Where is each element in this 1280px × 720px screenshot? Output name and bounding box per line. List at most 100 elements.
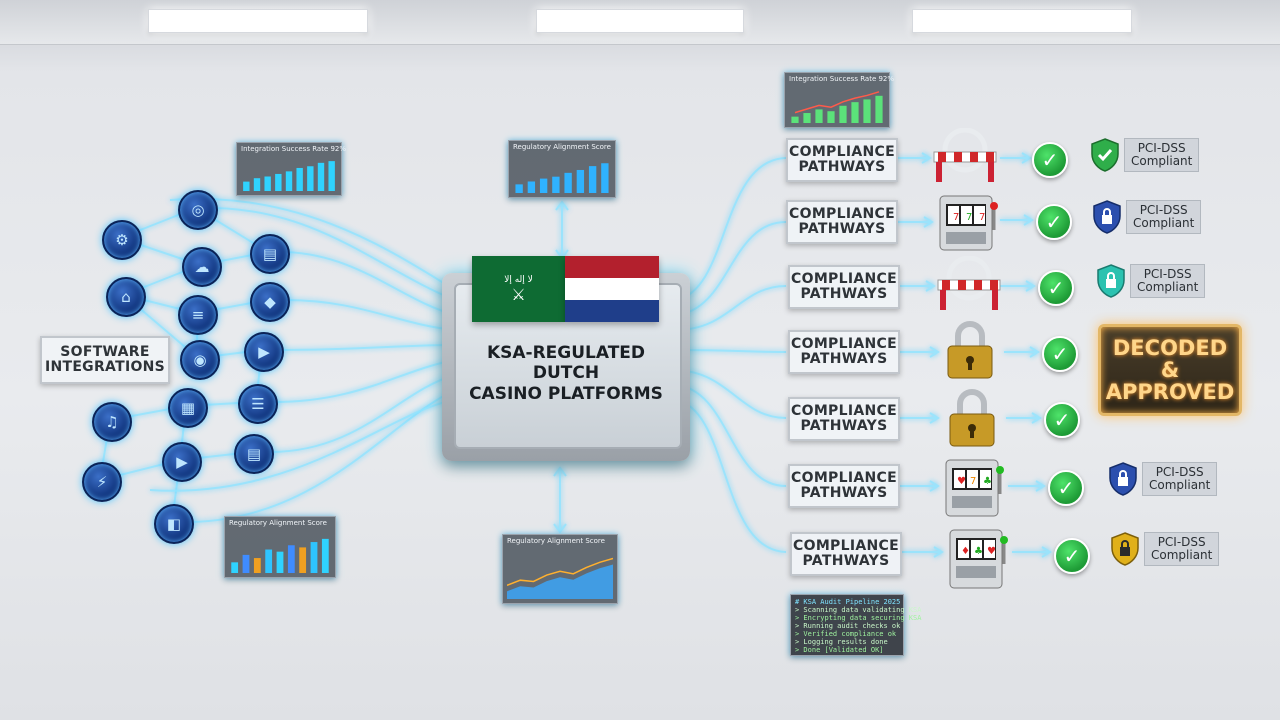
network-node-icon[interactable]: ☁ xyxy=(182,247,222,287)
panel-bar xyxy=(231,562,239,573)
compliance-pathways-3[interactable]: COMPLIANCE PATHWAYS xyxy=(788,265,900,309)
panel-bar xyxy=(328,161,335,191)
panel-bar xyxy=(875,95,883,123)
svg-text:♦: ♦ xyxy=(961,546,970,557)
network-node-icon[interactable]: ▤ xyxy=(234,434,274,474)
compliance-pathways-6[interactable]: COMPLIANCE PATHWAYS xyxy=(788,464,900,508)
ceiling-light xyxy=(148,9,368,33)
flag-stripe-red xyxy=(565,256,659,278)
panel-bar xyxy=(527,181,536,193)
panel-title: Regulatory Alignment Score xyxy=(507,537,605,545)
pci-badge-text: PCI-DSS Compliant xyxy=(1144,532,1220,566)
check-icon: ✓ xyxy=(1038,270,1074,306)
network-node-icon[interactable]: ▤ xyxy=(250,234,290,274)
code-line: > Verified compliance ok xyxy=(795,630,897,638)
panel-bar xyxy=(815,109,823,123)
compliance-pathways-5[interactable]: COMPLIANCE PATHWAYS xyxy=(788,397,900,441)
svg-text:♥: ♥ xyxy=(987,546,996,557)
network-node-icon[interactable]: ⚙ xyxy=(102,220,142,260)
panel-bar xyxy=(803,113,811,123)
panel-bar xyxy=(863,99,871,123)
network-node-icon[interactable]: ◧ xyxy=(154,504,194,544)
code-line: # KSA Audit Pipeline 2025 xyxy=(795,598,901,606)
pci-badge-text: PCI-DSS Compliant xyxy=(1126,200,1202,234)
code-line: > Encrypting data securing KSA xyxy=(795,614,922,622)
network-node-icon[interactable]: ◆ xyxy=(250,282,290,322)
code-line: > Done [Validated OK] xyxy=(795,646,884,654)
network-node-icon[interactable]: ▶ xyxy=(244,332,284,372)
network-node-icon[interactable]: ♫ xyxy=(92,402,132,442)
svg-text:7: 7 xyxy=(953,212,959,223)
check-icon: ✓ xyxy=(1048,470,1084,506)
network-node-icon[interactable]: ▶ xyxy=(162,442,202,482)
panel-bar xyxy=(310,542,318,573)
hub-title: KSA-REGULATED DUTCH CASINO PLATFORMS xyxy=(442,343,690,404)
chart-panel-top-left: Integration Success Rate 92% xyxy=(236,142,346,196)
network-node-icon[interactable]: ▦ xyxy=(168,388,208,428)
chart-panel-top-right: Integration Success Rate 92% xyxy=(784,72,894,128)
panel-bar xyxy=(317,162,325,191)
panel-bar xyxy=(253,558,261,573)
flag-stripe-blue xyxy=(565,300,659,322)
check-icon: ✓ xyxy=(1042,336,1078,372)
panel-bar xyxy=(791,116,799,123)
pci-badge-text: PCI-DSS Compliant xyxy=(1130,264,1206,298)
check-icon: ✓ xyxy=(1036,204,1072,240)
panel-bars xyxy=(243,161,335,191)
padlock-icon xyxy=(947,321,993,379)
panel-bars xyxy=(791,91,883,123)
panel-bar xyxy=(601,163,609,193)
panel-bar xyxy=(242,554,250,573)
saudi-flag: ﻻ ﺇﻟﻪ ﺇﻻ ⚔ xyxy=(472,256,565,322)
network-node-icon[interactable]: ≡ xyxy=(178,295,218,335)
network-node-icon[interactable]: ☰ xyxy=(238,384,278,424)
panel-title: Regulatory Alignment Score xyxy=(513,143,611,151)
panel-bar xyxy=(299,547,307,573)
padlock-icon xyxy=(949,389,995,447)
ksa-script: ﻻ ﺇﻟﻪ ﺇﻻ xyxy=(504,274,533,285)
chart-panel-top-center: Regulatory Alignment Score xyxy=(508,140,616,198)
ceiling-light xyxy=(536,9,744,33)
slot-machine-icon: ♥7♣ xyxy=(945,459,1004,517)
compliance-pathways-1[interactable]: COMPLIANCE PATHWAYS xyxy=(786,138,898,182)
svg-text:♣: ♣ xyxy=(974,546,983,557)
panel-bars xyxy=(515,163,609,193)
decoded-approved-sign: DECODED & APPROVED xyxy=(1098,324,1242,416)
hub-title-line3: CASINO PLATFORMS xyxy=(469,383,663,404)
panel-bar xyxy=(851,102,859,123)
panel-bar xyxy=(307,166,314,191)
panel-bar xyxy=(564,172,572,193)
network-node-icon[interactable]: ⚡ xyxy=(82,462,122,502)
panel-trend-line xyxy=(507,557,613,587)
chart-panel-bottom-center: Regulatory Alignment Score xyxy=(502,534,618,604)
pci-badge-text: PCI-DSS Compliant xyxy=(1124,138,1200,172)
shield-lock-icon xyxy=(1093,200,1121,234)
panel-bar xyxy=(276,551,284,573)
compliance-pathways-4[interactable]: COMPLIANCE PATHWAYS xyxy=(788,330,900,374)
shield-check-icon xyxy=(1091,138,1119,172)
svg-text:7: 7 xyxy=(970,476,976,487)
compliance-pathways-7[interactable]: COMPLIANCE PATHWAYS xyxy=(790,532,902,576)
svg-text:♣: ♣ xyxy=(983,476,992,487)
panel-bar xyxy=(839,105,847,123)
panel-bar xyxy=(264,176,271,191)
network-node-icon[interactable]: ◎ xyxy=(178,190,218,230)
pci-badge: PCI-DSS Compliant xyxy=(1090,138,1200,172)
panel-bar xyxy=(539,178,548,193)
check-icon: ✓ xyxy=(1044,402,1080,438)
barrier-gate-icon xyxy=(937,256,1001,310)
code-line: > Running audit checks ok xyxy=(795,622,901,630)
check-icon: ✓ xyxy=(1054,538,1090,574)
pci-badge-text: PCI-DSS Compliant xyxy=(1142,462,1218,496)
network-node-icon[interactable]: ◉ xyxy=(180,340,220,380)
network-node-icon[interactable]: ⌂ xyxy=(106,277,146,317)
code-line: > Logging results done xyxy=(795,638,888,646)
compliance-pathways-2[interactable]: COMPLIANCE PATHWAYS xyxy=(786,200,898,244)
ceiling xyxy=(0,0,1280,45)
panel-title: Integration Success Rate 92% xyxy=(241,145,347,153)
shield-lock-icon xyxy=(1111,532,1139,566)
pci-badge: PCI-DSS Compliant xyxy=(1092,200,1202,234)
code-line: > Scanning data validating KSA xyxy=(795,606,922,614)
